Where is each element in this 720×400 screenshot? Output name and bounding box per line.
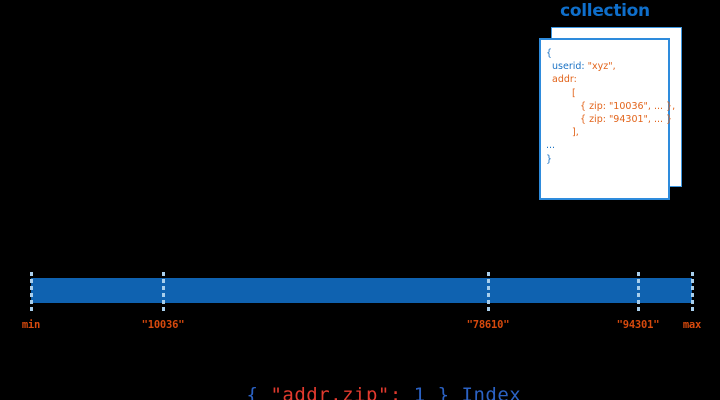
index-label-max: max — [682, 319, 702, 331]
document-json-body: {userid: "xyz",addr:[{ zip: "10036", ...… — [539, 38, 675, 200]
document-json-line: userid: "xyz", — [546, 60, 670, 73]
document-json-line: { — [546, 47, 670, 60]
index-tick-zip-10036 — [162, 272, 165, 313]
json-token: addr: — [552, 74, 577, 86]
json-token: { — [546, 48, 553, 59]
json-token: { zip: "10036", ... }, — [580, 100, 676, 112]
index-bar — [31, 278, 692, 303]
caption-key: "addr.zip": — [270, 384, 414, 400]
caption-close-brace: } — [425, 384, 462, 400]
json-token: } — [546, 153, 553, 165]
index-label-zip-78610: "78610" — [466, 319, 510, 331]
index-tick-min — [30, 272, 33, 313]
json-token: userid: — [552, 61, 588, 73]
document-json-line: { zip: "10036", ... }, — [546, 100, 675, 113]
index-label-zip-94301: "94301" — [616, 319, 660, 331]
document-card-front — [539, 38, 670, 200]
index-label-zip-10036: "10036" — [141, 319, 185, 331]
json-token: { zip: "94301", ... } — [580, 113, 673, 125]
index-tick-max — [691, 272, 694, 313]
index-caption: { "addr.zip": 1 } Index — [0, 362, 720, 400]
collection-group: collection {userid: "xyz",addr:[{ zip: "… — [530, 0, 720, 210]
document-json-line: { zip: "94301", ... } — [546, 113, 673, 126]
document-json-line: ], — [546, 126, 670, 139]
json-token: [ — [572, 87, 576, 99]
document-json-line: ... — [546, 139, 670, 152]
caption-open-brace: { — [246, 384, 271, 400]
document-json-line: [ — [546, 87, 670, 100]
json-token: ... — [546, 140, 556, 152]
index-tick-zip-78610 — [487, 272, 490, 313]
index-label-min: min — [21, 319, 41, 331]
json-token: "xyz", — [587, 61, 616, 73]
caption-value: 1 — [413, 384, 426, 400]
json-token: ], — [572, 127, 579, 139]
index-tick-zip-94301 — [637, 272, 640, 313]
document-json-line: addr: — [546, 73, 670, 86]
caption-suffix: Index — [461, 384, 522, 400]
document-json-line: } — [546, 153, 670, 166]
collection-title: collection — [560, 1, 650, 21]
